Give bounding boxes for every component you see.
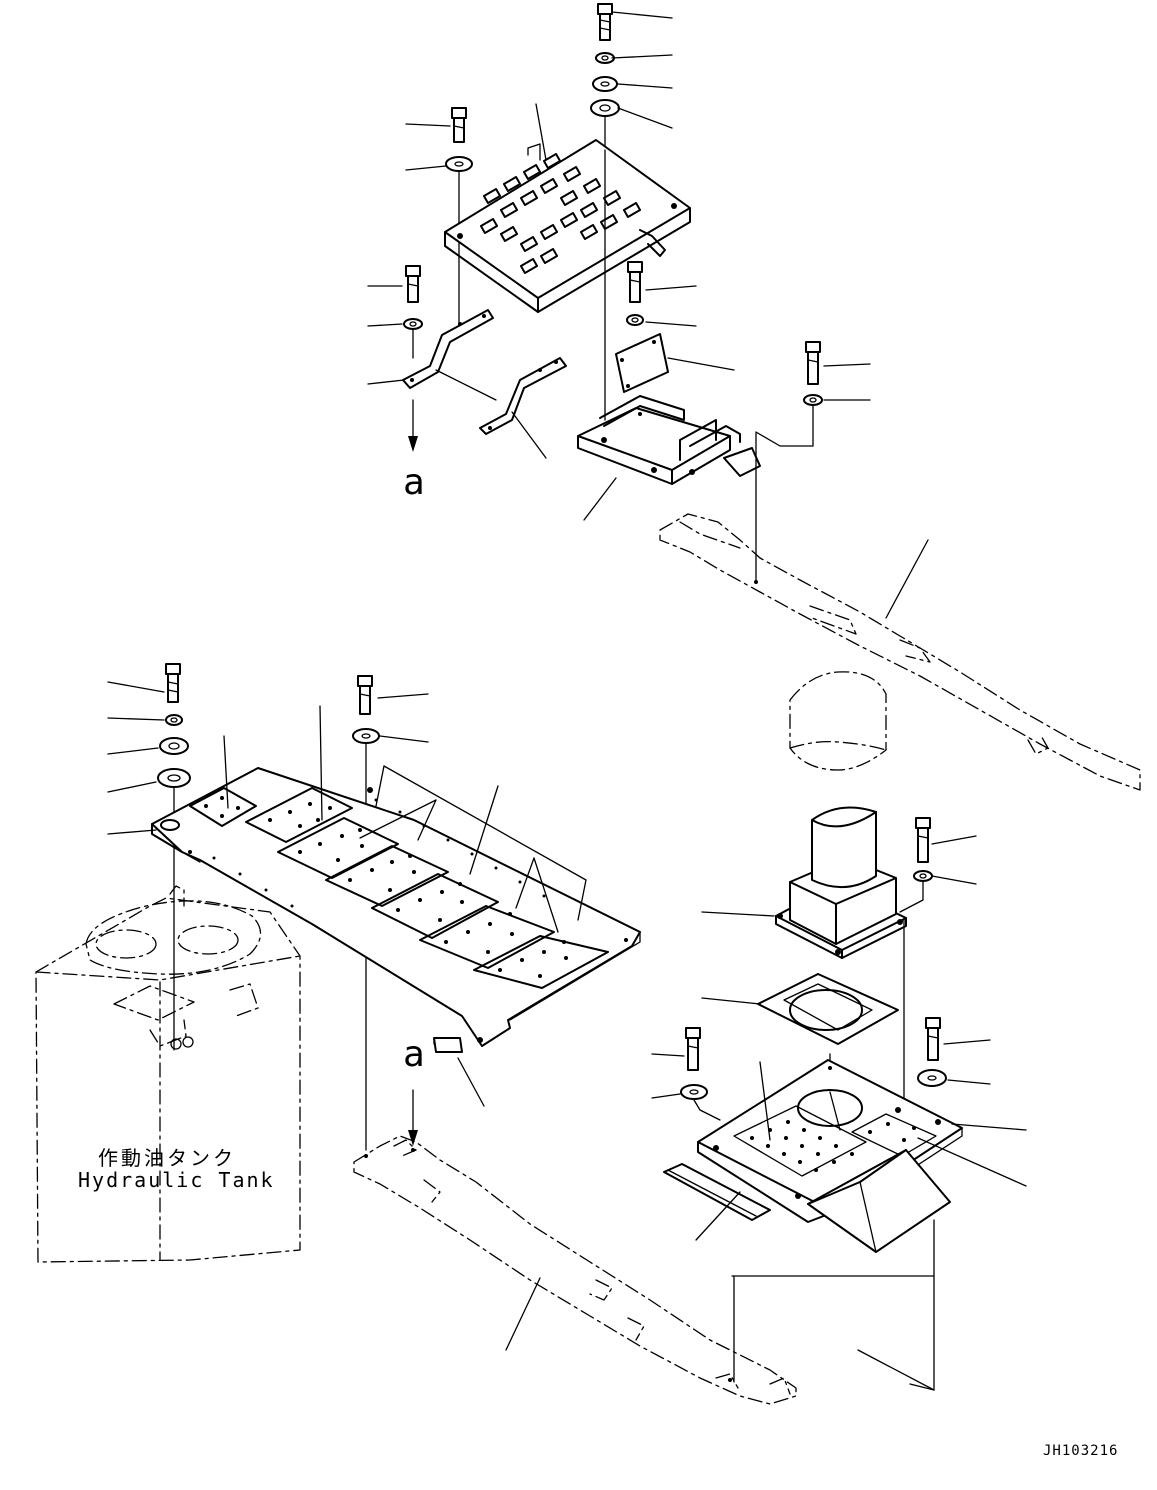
bracket-bolt-right [755, 341, 871, 581]
tank-label-japanese: 作動油タンク [98, 1146, 236, 1170]
hydraulic-tank-phantom [35, 885, 301, 1263]
floor-plate-bolt-stack [107, 663, 191, 1051]
base-plate-holes [713, 1066, 941, 1199]
cover-plate-bolt [604, 149, 735, 421]
top-bolt-stack [590, 3, 673, 151]
left-bracket-bolt [367, 265, 423, 385]
blower-motor [701, 806, 907, 959]
floor-plate [151, 705, 641, 1047]
base-plate [663, 1059, 1027, 1391]
arrow-a-mid [408, 1089, 418, 1146]
view-arrow-label-mid: a [403, 1034, 425, 1075]
small-pad [433, 1037, 485, 1107]
arrow-a-top [408, 399, 418, 452]
z-brackets [402, 309, 567, 459]
view-arrow-label-top: a [403, 462, 425, 503]
frame-rail-lower-phantom [353, 1135, 797, 1405]
upper-left-bolt [405, 107, 473, 329]
air-cleaner-phantom [789, 671, 887, 771]
step-grating-cover [444, 103, 691, 313]
frame-rail-upper-phantom [659, 513, 1141, 791]
drawing-number: JH103216 [1043, 1443, 1119, 1459]
motor-mount-bolt [899, 817, 977, 913]
gasket [701, 973, 899, 1045]
tank-label-english: Hydraulic Tank [78, 1168, 275, 1192]
battery-bracket [577, 395, 761, 521]
